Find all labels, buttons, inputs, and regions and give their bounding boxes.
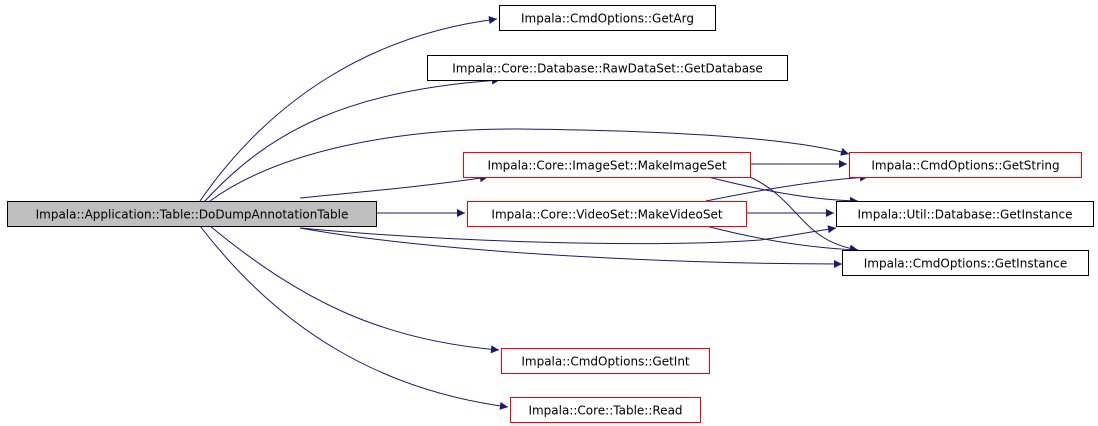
node-box-makeimageset <box>463 152 751 178</box>
edge-root-to-getdatabase <box>204 76 501 202</box>
node-label-tableread: Impala::Core::Table::Read <box>528 404 682 418</box>
node-label-getdatabase: Impala::Core::Database::RawDataSet::GetD… <box>452 62 763 76</box>
node-label-dbinstance: Impala::Util::Database::GetInstance <box>858 208 1073 222</box>
node-label-makeimageset: Impala::Core::ImageSet::MakeImageSet <box>487 159 726 173</box>
edge-makevideoset-to-getstring <box>705 173 869 202</box>
node-label-getstring: Impala::CmdOptions::GetString <box>871 159 1059 173</box>
node-box-getstring <box>849 152 1082 178</box>
node-label-cmdinstance: Impala::CmdOptions::GetInstance <box>864 257 1067 271</box>
node-root: Impala::Application::Table::DoDumpAnnota… <box>7 201 377 227</box>
edges-layer <box>199 16 869 410</box>
edge-root-to-cmdinstance <box>299 227 843 268</box>
edge-makeimageset-to-dbinstance <box>707 176 859 205</box>
edge-root-to-getstring <box>209 128 850 202</box>
node-box-getdatabase <box>427 55 788 81</box>
node-tableread[interactable]: Impala::Core::Table::Read <box>510 397 701 423</box>
node-getint[interactable]: Impala::CmdOptions::GetInt <box>501 348 710 374</box>
node-box-dbinstance <box>836 201 1094 227</box>
node-getstring[interactable]: Impala::CmdOptions::GetString <box>849 152 1082 178</box>
node-label-makevideoset: Impala::Core::VideoSet::MakeVideoSet <box>491 208 722 222</box>
node-box-getarg <box>499 5 716 31</box>
node-makeimageset[interactable]: Impala::Core::ImageSet::MakeImageSet <box>463 152 751 178</box>
edge-root-to-dbinstance <box>299 225 837 245</box>
node-makevideoset[interactable]: Impala::Core::VideoSet::MakeVideoSet <box>467 201 747 227</box>
node-box-cmdinstance <box>842 250 1089 276</box>
node-label-root: Impala::Application::Table::DoDumpAnnota… <box>36 208 349 222</box>
edge-root-to-makeimageset <box>299 174 489 199</box>
node-box-makevideoset <box>467 201 747 227</box>
node-getarg: Impala::CmdOptions::GetArg <box>499 5 716 31</box>
edge-makeimageset-to-cmdinstance <box>749 176 859 253</box>
node-label-getint: Impala::CmdOptions::GetInt <box>521 355 690 369</box>
node-box-getint <box>501 348 710 374</box>
node-dbinstance: Impala::Util::Database::GetInstance <box>836 201 1094 227</box>
edge-root-to-tableread <box>199 225 509 410</box>
node-box-root <box>7 201 377 227</box>
edge-makevideoset-to-cmdinstance <box>705 225 859 254</box>
node-getdatabase: Impala::Core::Database::RawDataSet::GetD… <box>427 55 788 81</box>
nodes-layer: Impala::Application::Table::DoDumpAnnota… <box>7 5 1094 423</box>
edge-root-to-getint <box>209 225 500 354</box>
node-box-tableread <box>510 397 701 423</box>
edge-root-to-getarg <box>199 16 498 202</box>
node-label-getarg: Impala::CmdOptions::GetArg <box>521 12 694 26</box>
node-cmdinstance: Impala::CmdOptions::GetInstance <box>842 250 1089 276</box>
